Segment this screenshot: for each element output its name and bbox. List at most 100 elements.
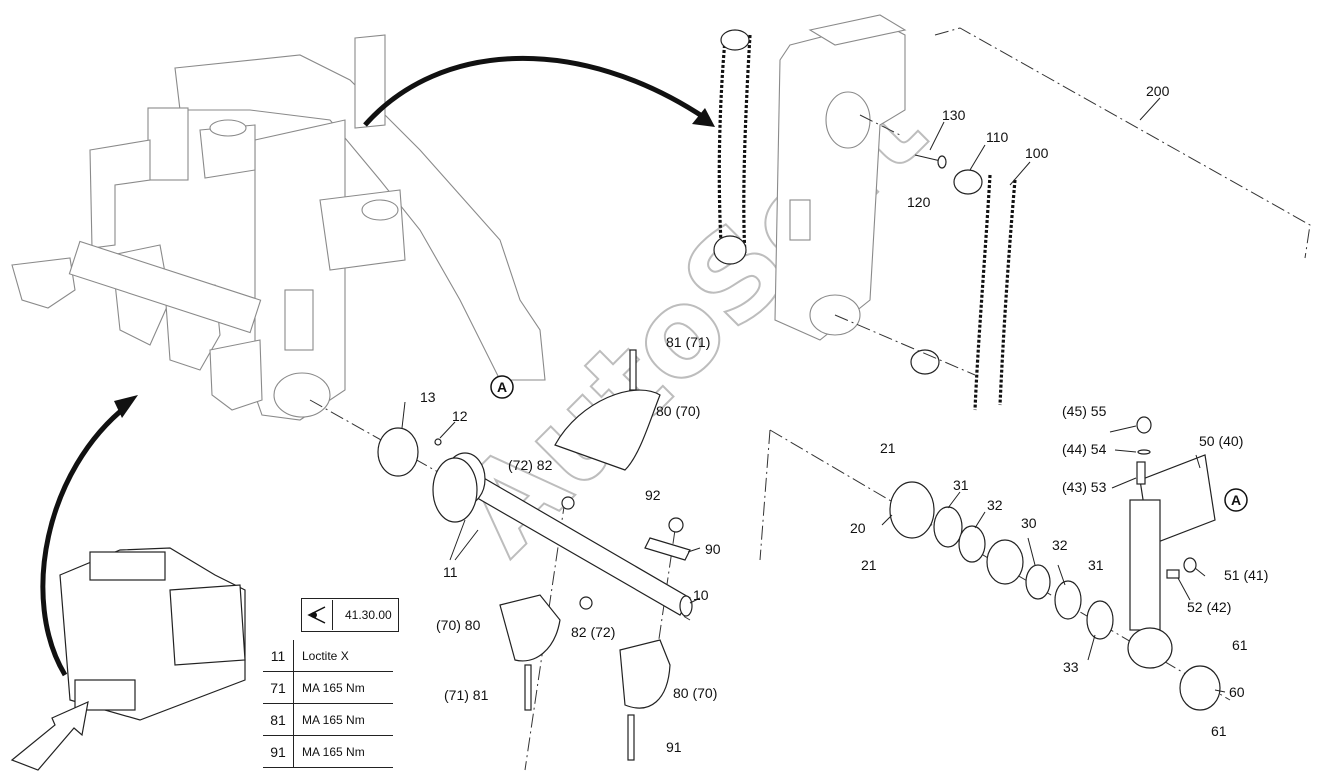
auger-shaft-10 <box>432 452 693 617</box>
callout-10: 10 <box>693 587 709 603</box>
callout-92: 92 <box>645 487 661 503</box>
o-ring-13 <box>377 427 419 477</box>
support-arm-50 <box>1127 416 1216 669</box>
item-spec: MA 165 Nm <box>293 671 393 704</box>
callout-70-80: (70) 80 <box>436 617 481 633</box>
seal-32-a <box>958 525 986 563</box>
callout-21-bottom: 21 <box>861 557 877 573</box>
item-spec: Loctite X <box>293 640 393 672</box>
callout-31-b: 31 <box>1088 557 1104 573</box>
callout-91: 91 <box>666 739 682 755</box>
seal-31-b <box>1054 580 1082 620</box>
drive-housing-reference <box>774 14 907 341</box>
item-spec: MA 165 Nm <box>293 735 393 768</box>
lower-sprocket-left <box>713 235 747 265</box>
arrow-head-lower <box>114 395 138 418</box>
circlip-33 <box>1086 600 1114 640</box>
callout-50-40: 50 (40) <box>1199 433 1243 449</box>
bolt-52 <box>1166 569 1180 579</box>
callout-130: 130 <box>942 107 966 123</box>
drive-chain-upper <box>717 34 752 261</box>
callout-51-41: 51 (41) <box>1224 567 1268 583</box>
bolt-81-bottom <box>524 664 532 711</box>
callout-44-54: (44) 54 <box>1062 441 1107 457</box>
table-row: 71 MA 165 Nm <box>263 671 393 704</box>
callout-43-53: (43) 53 <box>1062 479 1107 495</box>
torque-spec-table: 11 Loctite X 71 MA 165 Nm 81 MA 165 Nm 9… <box>263 640 393 768</box>
callout-52-42: 52 (42) <box>1187 599 1231 615</box>
callout-45-55: (45) 55 <box>1062 403 1107 419</box>
callout-90: 90 <box>705 541 721 557</box>
paver-overview-illustration <box>10 547 246 771</box>
table-row: 11 Loctite X <box>263 640 393 672</box>
sprocket-110 <box>953 169 983 195</box>
bearing-30 <box>986 539 1024 585</box>
callout-31-a: 31 <box>953 477 969 493</box>
callout-72-82: (72) 82 <box>508 457 553 473</box>
auger-assembly-reference <box>11 34 546 421</box>
arrow-to-auger-detail <box>40 403 130 677</box>
callout-120: 120 <box>907 194 931 210</box>
reference-code: 41.30.00 <box>345 608 392 622</box>
nut-92 <box>668 517 684 533</box>
eye-icon <box>302 600 333 630</box>
callout-32-a: 32 <box>987 497 1003 513</box>
auger-blade-80-right <box>619 639 671 709</box>
callout-33: 33 <box>1063 659 1079 675</box>
upper-sprocket <box>720 29 750 51</box>
leader-lines <box>401 97 1226 693</box>
item-spec: MA 165 Nm <box>293 703 393 736</box>
callout-13: 13 <box>420 389 436 405</box>
table-row: 91 MA 165 Nm <box>263 735 393 768</box>
callout-81-71-top: 81 (71) <box>666 334 710 350</box>
callout-71-81: (71) 81 <box>444 687 489 703</box>
washer-120 <box>937 155 947 169</box>
callout-12: 12 <box>452 408 468 424</box>
nut-82-top <box>561 496 575 510</box>
view-marker-a-left-label: A <box>497 379 507 395</box>
callout-21-top: 21 <box>880 440 896 456</box>
callout-82-72: 82 (72) <box>571 624 615 640</box>
callout-11: 11 <box>443 564 458 580</box>
housing-axis <box>834 114 976 376</box>
view-marker-a-left <box>490 375 514 399</box>
bearing-flange-20 <box>889 481 935 539</box>
auger-blade-80-left <box>499 594 561 662</box>
item-number: 81 <box>263 703 294 736</box>
reference-box: 41.30.00 <box>301 598 399 632</box>
bolt-81-top <box>629 349 637 391</box>
arrow-to-drive-detail <box>363 55 707 127</box>
callout-100: 100 <box>1025 145 1049 161</box>
nut-82-bottom <box>579 596 593 610</box>
callout-32-b: 32 <box>1052 537 1068 553</box>
callout-80-70-bottom: 80 (70) <box>673 685 717 701</box>
clamp-90 <box>644 537 691 561</box>
callout-61-bottom: 61 <box>1211 723 1227 739</box>
callout-200: 200 <box>1146 83 1170 99</box>
callout-60: 60 <box>1229 684 1245 700</box>
drive-chain-lower <box>973 174 1017 411</box>
seal-31-a <box>933 506 963 548</box>
item-number: 91 <box>263 735 294 768</box>
item-number: 11 <box>263 640 294 672</box>
shaft-axis <box>309 399 691 621</box>
callout-110: 110 <box>986 129 1009 145</box>
lower-sprocket-right <box>910 349 940 375</box>
washer-51 <box>1183 557 1197 573</box>
view-marker-a-right-label: A <box>1231 492 1241 508</box>
bearing-cap-60 <box>1179 665 1221 711</box>
table-row: 81 MA 165 Nm <box>263 703 393 736</box>
callout-30: 30 <box>1021 515 1037 531</box>
view-marker-a-right <box>1224 488 1248 512</box>
arrow-head-upper <box>692 108 715 127</box>
seal-32-b <box>1025 564 1051 600</box>
callout-61-top: 61 <box>1232 637 1248 653</box>
callout-80-70-top: 80 (70) <box>656 403 700 419</box>
item-number: 71 <box>263 671 294 704</box>
bolt-91 <box>627 714 635 761</box>
pin-12 <box>434 438 442 446</box>
auger-blade-80-top <box>554 389 661 471</box>
callout-20: 20 <box>850 520 866 536</box>
housing-200-outline <box>934 27 1311 259</box>
